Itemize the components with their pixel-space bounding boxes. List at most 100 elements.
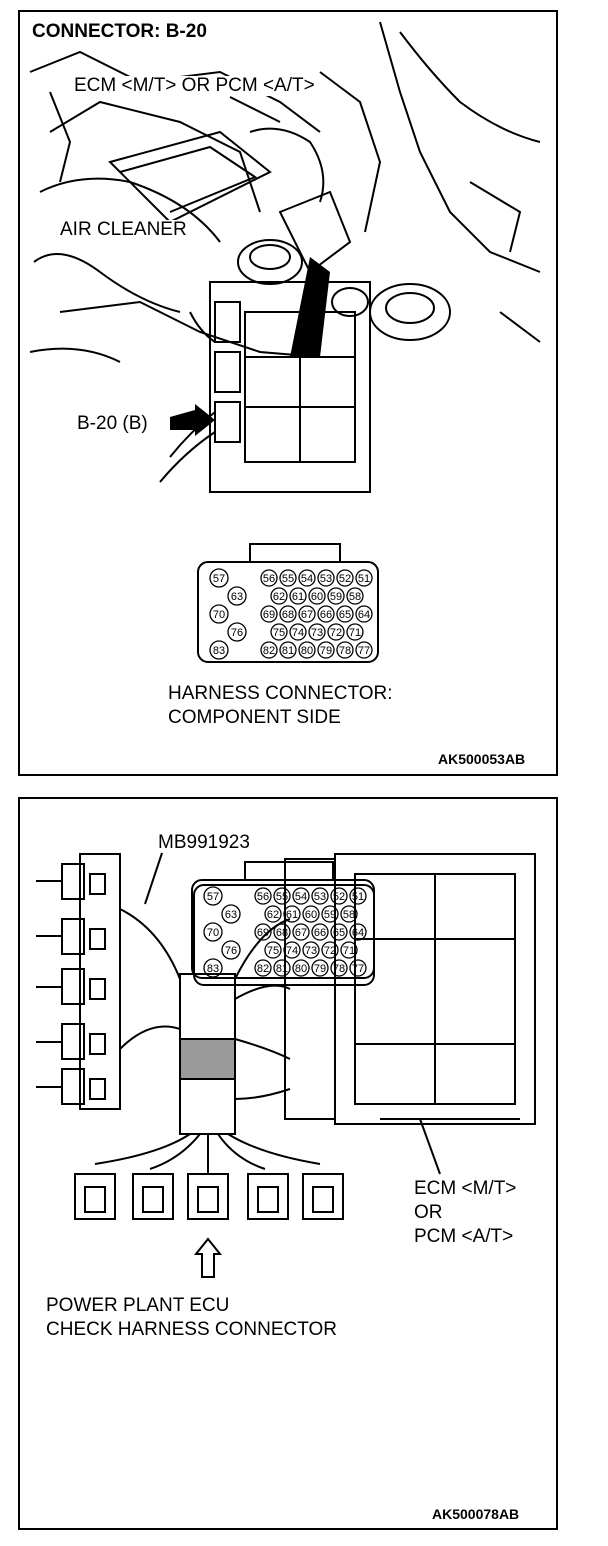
pin-label-66: 66 (320, 609, 332, 621)
pin-label-75: 75 (267, 945, 279, 957)
pin-label-62: 62 (273, 591, 285, 603)
harness-connector-face (197, 543, 379, 663)
pin-52 (330, 887, 348, 905)
figure-code-2: AK500078AB (432, 1506, 520, 1522)
pin-75 (264, 941, 282, 959)
connector-title: CONNECTOR: B-20 (32, 21, 207, 42)
pin-74 (283, 941, 301, 959)
pin-82 (254, 959, 272, 977)
pin-82 (260, 641, 278, 659)
pin-label-53: 53 (320, 573, 332, 585)
pin-label-72: 72 (324, 945, 336, 957)
pin-label-67: 67 (295, 927, 307, 939)
pin-68 (273, 923, 291, 941)
pin-label-69: 69 (257, 927, 269, 939)
pin-label-56: 56 (263, 573, 275, 585)
pin-label-78: 78 (339, 645, 351, 657)
pin-label-76: 76 (225, 945, 237, 957)
pin-74 (289, 623, 307, 641)
pin-77 (349, 959, 367, 977)
pin-label-62: 62 (267, 909, 279, 921)
pin-label-83: 83 (213, 645, 225, 657)
pin-label-73: 73 (305, 945, 317, 957)
check-harness-illustration (36, 843, 536, 1278)
pin-label-68: 68 (282, 609, 294, 621)
pin-label-70: 70 (213, 609, 225, 621)
pin-label-51: 51 (352, 891, 364, 903)
pin-label-71: 71 (343, 945, 355, 957)
pin-label-64: 64 (352, 927, 364, 939)
harness-label-line1: HARNESS CONNECTOR: (168, 683, 393, 704)
figure-code: AK500053AB (438, 751, 526, 767)
pin-label-60: 60 (311, 591, 323, 603)
pin-65 (336, 605, 354, 623)
pin-61 (283, 905, 301, 923)
pin-57 (209, 568, 229, 588)
pin-label-73: 73 (311, 627, 323, 639)
pin-label-74: 74 (292, 627, 304, 639)
pin-label-76: 76 (231, 627, 243, 639)
pin-label-63: 63 (225, 909, 237, 921)
pin-61 (289, 587, 307, 605)
pin-label-79: 79 (320, 645, 332, 657)
ecm-label-line3: PCM <A/T> (414, 1226, 514, 1247)
pin-label-77: 77 (358, 645, 370, 657)
pin-label-54: 54 (295, 891, 307, 903)
pin-54 (298, 569, 316, 587)
pin-80 (292, 959, 310, 977)
pin-81 (273, 959, 291, 977)
pin-67 (292, 923, 310, 941)
pin-label-74: 74 (286, 945, 298, 957)
pin-52 (336, 569, 354, 587)
pin-label-82: 82 (257, 963, 269, 975)
harness-label-line2: COMPONENT SIDE (168, 707, 341, 728)
pin-label-81: 81 (276, 963, 288, 975)
pin-73 (302, 941, 320, 959)
pin-71 (346, 623, 364, 641)
pin-label-65: 65 (333, 927, 345, 939)
pin-label-83: 83 (207, 963, 219, 975)
pin-59 (327, 587, 345, 605)
pin-label-59: 59 (324, 909, 336, 921)
pin-label-65: 65 (339, 609, 351, 621)
pin-79 (317, 641, 335, 659)
pin-label-70: 70 (207, 927, 219, 939)
pin-75 (270, 623, 288, 641)
pin-62 (264, 905, 282, 923)
pin-72 (321, 941, 339, 959)
pin-70 (203, 922, 223, 942)
pin-label-57: 57 (207, 891, 219, 903)
pin-71 (340, 941, 358, 959)
pin-68 (279, 605, 297, 623)
pin-label-82: 82 (263, 645, 275, 657)
pin-64 (349, 923, 367, 941)
pin-label-72: 72 (330, 627, 342, 639)
tool-label: MB991923 (156, 832, 252, 853)
ecm-connector-illustration (159, 281, 371, 493)
pin-51 (349, 887, 367, 905)
pin-label-58: 58 (343, 909, 355, 921)
pin-label-57: 57 (213, 573, 225, 585)
pin-59 (321, 905, 339, 923)
pin-66 (317, 605, 335, 623)
ecm-label: ECM <M/T> OR PCM <A/T> (72, 75, 317, 96)
pin-label-80: 80 (295, 963, 307, 975)
pin-label-71: 71 (349, 627, 361, 639)
pin-57 (203, 886, 223, 906)
pin-58 (346, 587, 364, 605)
pin-53 (311, 887, 329, 905)
connector-b20-label: B-20 (B) (75, 413, 150, 434)
pin-56 (260, 569, 278, 587)
pin-label-66: 66 (314, 927, 326, 939)
pin-label-78: 78 (333, 963, 345, 975)
check-harness-label-line2: CHECK HARNESS CONNECTOR (46, 1319, 338, 1340)
pin-66 (311, 923, 329, 941)
pin-83 (209, 640, 229, 660)
pin-label-55: 55 (276, 891, 288, 903)
pin-78 (336, 641, 354, 659)
pin-58 (340, 905, 358, 923)
